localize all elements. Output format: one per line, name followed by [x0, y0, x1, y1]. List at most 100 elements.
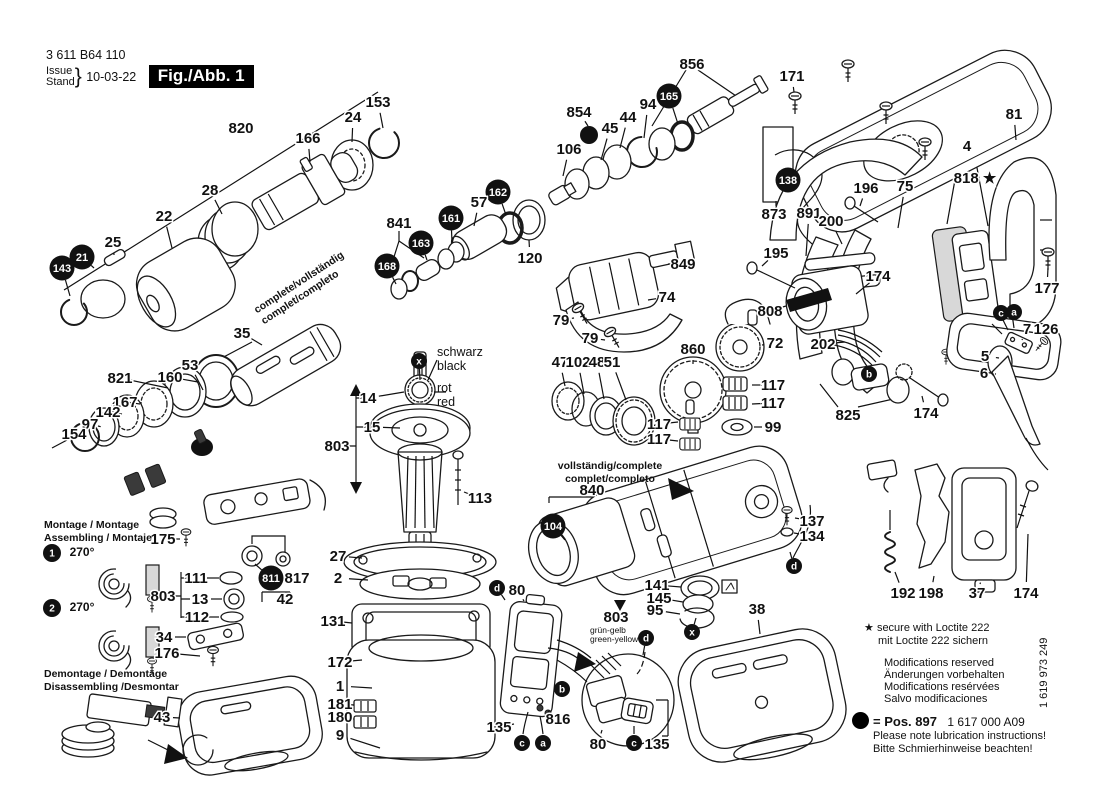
part-label-811: 811 — [262, 573, 280, 585]
part-label-180: 180 — [327, 709, 352, 726]
part-label-160: 160 — [157, 369, 182, 386]
leader-line — [761, 260, 769, 267]
leader-line — [598, 372, 605, 400]
montage-legend: Montage / Montage Assembling / Montaje — [44, 519, 152, 544]
stand-label: Stand — [46, 76, 75, 88]
leader-line — [615, 372, 627, 401]
title-block: 3 611 B64 110 Issue Stand } 10-03-22 Fig… — [46, 49, 254, 89]
part-label-111: 111 — [184, 570, 207, 587]
part-label-200: 200 — [818, 213, 843, 230]
brace-glyph: } — [74, 65, 82, 89]
leader-line — [835, 230, 843, 245]
leader-line — [669, 421, 679, 424]
part-label-120: 120 — [517, 250, 542, 267]
chuck-assembly — [60, 127, 400, 332]
part-label-820: 820 — [228, 120, 253, 137]
leader-line — [343, 621, 353, 624]
leader-line — [669, 599, 684, 603]
part-label-6: 6 — [980, 365, 988, 382]
part-label-104: 104 — [544, 521, 563, 533]
part-label-137: 137 — [799, 513, 824, 530]
leader-line — [378, 391, 405, 397]
part-label-14: 14 — [360, 390, 377, 407]
figure-label: Fig./Abb. 1 — [148, 65, 254, 89]
part-label-145: 145 — [646, 590, 671, 607]
leader-line — [350, 737, 381, 749]
leader-line — [855, 282, 870, 295]
piston-parts — [390, 199, 546, 300]
switch-assembly — [499, 593, 596, 735]
leader-line — [562, 159, 568, 177]
part-label-816: 816 — [545, 711, 570, 728]
part-label-81: 81 — [1006, 106, 1023, 123]
leader-line — [424, 254, 428, 261]
leader-line — [135, 402, 141, 405]
part-label-a-circle — [1006, 304, 1022, 320]
modifications-note: Modifications reserved Änderungen vorbeh… — [884, 657, 1005, 705]
part-label-162-circle — [485, 179, 511, 205]
part-label-79: 79 — [582, 330, 599, 347]
leader-line — [348, 556, 363, 559]
part-label-891: 891 — [796, 205, 821, 222]
brush-plate-parts — [866, 459, 1039, 593]
part-label-138-circle — [775, 167, 801, 193]
star-icon: ★ — [864, 622, 874, 634]
part-label-a: a — [1011, 308, 1017, 319]
part-label-1: 1 — [336, 678, 344, 695]
part-label-141: 141 — [644, 577, 669, 594]
montage-legend-art — [98, 564, 160, 675]
issue-label: Issue — [46, 65, 73, 77]
part-label-113: 113 — [468, 490, 492, 507]
part-label-2: 2 — [49, 604, 55, 615]
leader-line — [130, 379, 169, 389]
part-label-174: 174 — [1013, 585, 1039, 602]
complete-note-2: vollständig/complete complet/completo — [557, 460, 663, 485]
part-label-51: 51 — [604, 354, 621, 371]
part-label-161-circle — [438, 205, 464, 231]
part-label-d: d — [494, 584, 500, 595]
part-label-35: 35 — [234, 325, 251, 342]
part-label-74: 74 — [659, 289, 676, 306]
leader-line — [382, 426, 401, 429]
part-label-168: 168 — [378, 261, 396, 273]
part-label-873: 873 — [761, 206, 786, 223]
housing-cap-38 — [677, 628, 847, 763]
leader-line — [579, 372, 585, 395]
leader-line — [757, 619, 761, 635]
color-note: schwarz black rot red — [437, 345, 483, 409]
part-label-135: 135 — [486, 719, 511, 736]
motor-housing — [346, 603, 496, 761]
leader-line — [600, 138, 608, 161]
part-label-131: 131 — [320, 613, 345, 630]
cord-assembly — [987, 313, 1050, 471]
hammer-tube — [230, 323, 342, 407]
leader-line — [600, 729, 603, 734]
part-label-803: 803 — [603, 609, 628, 626]
leader-line — [463, 491, 470, 495]
part-label-102: 102 — [565, 354, 590, 371]
leader-line — [921, 395, 925, 403]
demontage-legend-art — [61, 693, 214, 766]
part-label-94: 94 — [640, 96, 657, 113]
wire-color-note: grün-gelb green-yellow — [590, 625, 639, 644]
part-label-174: 174 — [865, 268, 891, 285]
leader-line — [379, 112, 384, 129]
leader-line — [665, 611, 681, 615]
leader-line — [547, 710, 550, 713]
part-label-153: 153 — [365, 94, 390, 111]
loctite-note: ★ secure with Loctite 222 mit Loctite 22… — [864, 622, 990, 647]
part-label-x-circle — [411, 353, 427, 369]
part-label-856: 856 — [679, 56, 704, 73]
leader-line — [166, 226, 173, 249]
leader-line — [897, 196, 904, 229]
leader-line — [254, 563, 262, 571]
leader-line — [180, 378, 199, 383]
part-label-b: b — [559, 685, 565, 696]
part-label-126: 126 — [1033, 321, 1058, 338]
part-label-854: 854 — [566, 104, 592, 121]
leader-line — [693, 617, 697, 625]
part-label-117: 117 — [761, 377, 785, 394]
part-label-165: 165 — [660, 91, 678, 103]
